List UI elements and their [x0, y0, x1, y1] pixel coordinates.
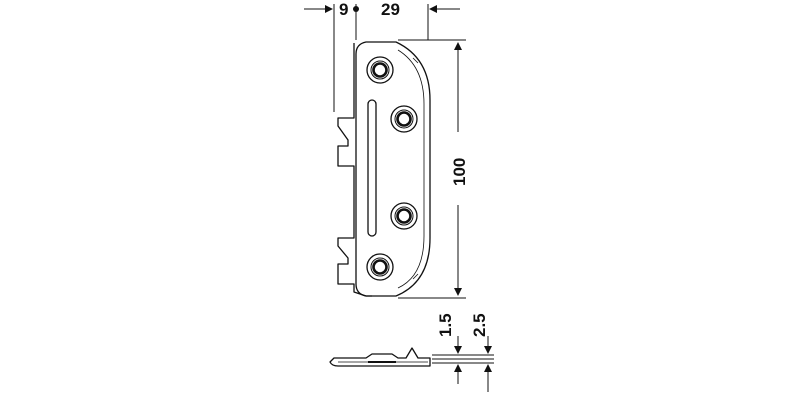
screw-hole-4: [366, 253, 394, 281]
front-plate-outline: [355, 41, 431, 297]
length-dimension: [398, 39, 466, 299]
front-view: [337, 41, 431, 297]
profile-outline: [329, 347, 431, 367]
dimension-label-length: 100: [450, 158, 469, 186]
edge-tick: [412, 273, 419, 280]
dimension-label-offset: 9: [339, 0, 348, 19]
hook-plate-outline: [337, 43, 372, 297]
dimension-label-width: 29: [381, 0, 400, 19]
screw-hole-2: [390, 105, 418, 133]
dimension-dot: [353, 6, 359, 12]
side-view: [329, 347, 431, 367]
screw-holes: [366, 56, 418, 281]
front-plate-inner-edge: [397, 49, 425, 289]
edge-tick: [412, 57, 419, 64]
screw-hole-3: [390, 202, 418, 230]
screw-hole-1: [366, 56, 394, 84]
dimension-label-thickness-plate: 1.5: [436, 313, 455, 337]
top-dimensions: [304, 4, 460, 112]
central-slot: [367, 99, 377, 237]
thickness-dimensions: [432, 336, 494, 392]
dimension-label-thickness-total: 2.5: [470, 313, 489, 337]
